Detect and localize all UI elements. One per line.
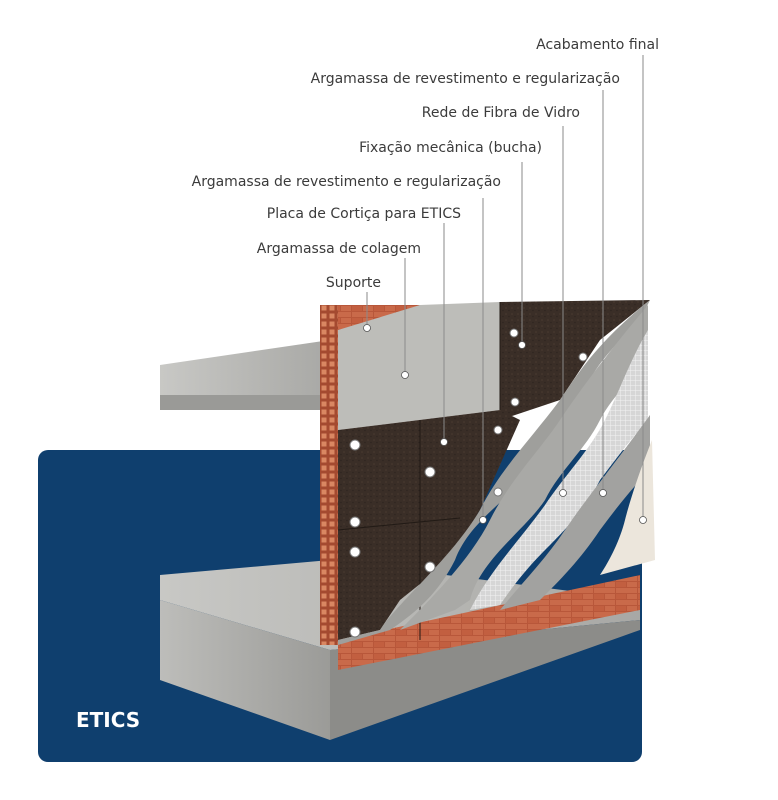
label-acabamento-final: Acabamento final [536, 37, 659, 53]
leader-lines [366, 55, 644, 520]
fiberglass-mesh [470, 330, 648, 610]
mechanical-anchors [349, 328, 588, 638]
support-concrete [338, 302, 500, 430]
final-finish [600, 440, 655, 575]
label-argamassa-colagem: Argamassa de colagem [257, 241, 421, 257]
label-argamassa-revestimento-1: Argamassa de revestimento e regularizaçã… [192, 174, 501, 190]
upper-slab [160, 338, 340, 410]
label-placa-cortica: Placa de Cortiça para ETICS [267, 206, 461, 222]
leader-dots [363, 324, 647, 524]
etics-badge: ETICS [76, 708, 140, 732]
base-coat [400, 305, 648, 630]
label-fixacao-mecanica: Fixação mecânica (bucha) [359, 140, 542, 156]
cork-boards [337, 300, 650, 640]
label-suporte: Suporte [326, 275, 381, 291]
adhesive-mortar [338, 300, 650, 645]
label-argamassa-revestimento-2: Argamassa de revestimento e regularizaçã… [311, 71, 620, 87]
brick-wall-base [338, 575, 640, 670]
label-rede-fibra: Rede de Fibra de Vidro [422, 105, 580, 121]
layer-labels: Suporte Argamassa de colagem Placa de Co… [192, 37, 659, 291]
